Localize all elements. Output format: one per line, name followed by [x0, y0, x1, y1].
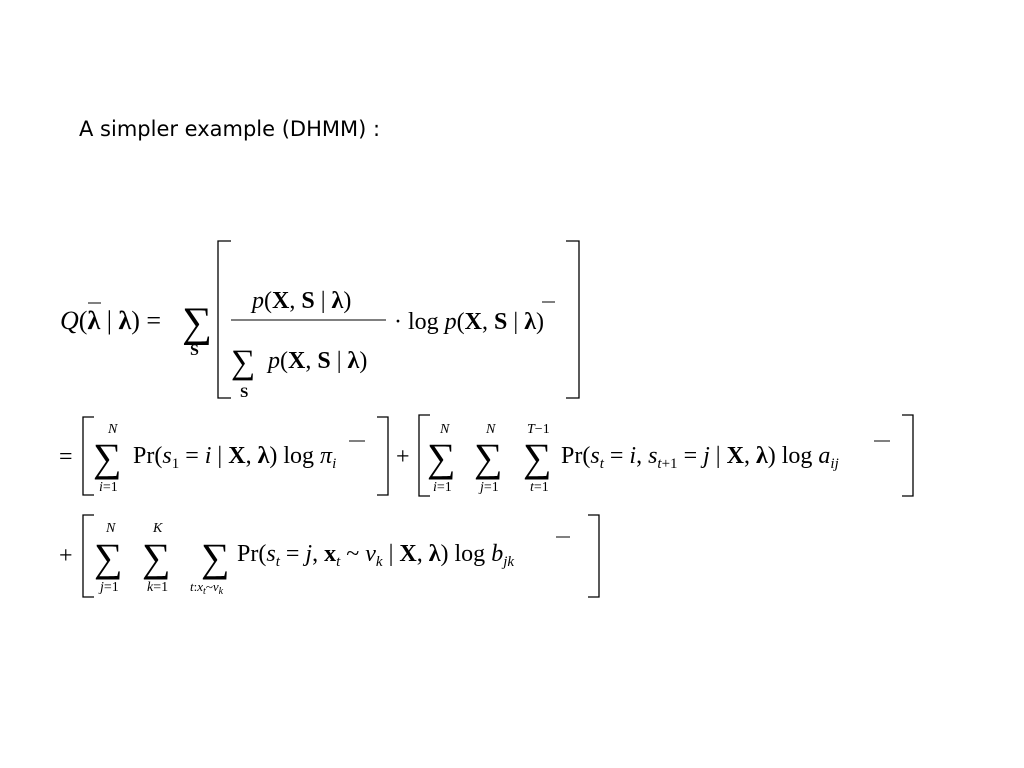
- svg-text:p(X, S | λ): p(X, S | λ): [250, 288, 351, 314]
- svg-text:Q(λ | λ) =: Q(λ | λ) =: [60, 306, 161, 335]
- svg-text:∑: ∑: [94, 535, 123, 580]
- right-bracket: [566, 240, 580, 399]
- svg-text:+: +: [59, 543, 73, 569]
- svg-text:=: =: [59, 444, 73, 470]
- svg-text:N: N: [439, 422, 450, 437]
- svg-text:∑: ∑: [523, 435, 552, 480]
- svg-text:Pr(st = i, st+1 = j | X, λ) lo: Pr(st = i, st+1 = j | X, λ) log aij: [561, 443, 839, 472]
- svg-text:j=1: j=1: [98, 580, 119, 595]
- svg-text:∑: ∑: [231, 344, 255, 381]
- svg-text:∑: ∑: [201, 535, 230, 580]
- svg-text:Pr(s1 = i | X, λ) log πi: Pr(s1 = i | X, λ) log πi: [133, 443, 336, 472]
- svg-text:i=1: i=1: [433, 480, 452, 495]
- svg-text:∑: ∑: [427, 435, 456, 480]
- svg-text:N: N: [105, 521, 116, 536]
- equation-line-2: = N ∑ i=1 Pr(s1 = i | X, λ) log πi + N ∑…: [59, 414, 914, 497]
- svg-text:· log p(X, S | λ): · log p(X, S | λ): [394, 309, 544, 335]
- svg-text:∑: ∑: [142, 535, 171, 580]
- svg-text:S: S: [190, 342, 199, 359]
- svg-text:p(X, S | λ): p(X, S | λ): [266, 348, 367, 374]
- svg-text:t=1: t=1: [530, 480, 549, 495]
- svg-text:∑: ∑: [474, 435, 503, 480]
- svg-text:∑: ∑: [93, 435, 122, 480]
- sum-sign: ∑: [182, 300, 212, 346]
- svg-text:+: +: [396, 444, 410, 470]
- equation-line-1: Q(λ | λ) = ∑ S p(X, S | λ) ∑ S p(X, S | …: [60, 240, 580, 401]
- svg-text:t:xt~vk: t:xt~vk: [190, 579, 224, 597]
- svg-text:T−1: T−1: [527, 422, 550, 437]
- svg-text:i=1: i=1: [99, 480, 118, 495]
- svg-text:S: S: [240, 385, 248, 401]
- svg-text:j=1: j=1: [478, 480, 499, 495]
- svg-text:N: N: [107, 422, 118, 437]
- slide-title: A simpler example (DHMM) :: [79, 117, 381, 141]
- left-bracket: [217, 240, 231, 399]
- equation-line-3: + N ∑ j=1 K ∑ k=1 ∑ t:xt~vk Pr(st = j, x…: [59, 514, 600, 598]
- svg-text:N: N: [485, 422, 496, 437]
- svg-text:Pr(st = j, xt ~ vk | X, λ) log: Pr(st = j, xt ~ vk | X, λ) log bjk: [237, 541, 514, 570]
- svg-text:K: K: [152, 521, 163, 536]
- svg-text:k=1: k=1: [147, 580, 168, 595]
